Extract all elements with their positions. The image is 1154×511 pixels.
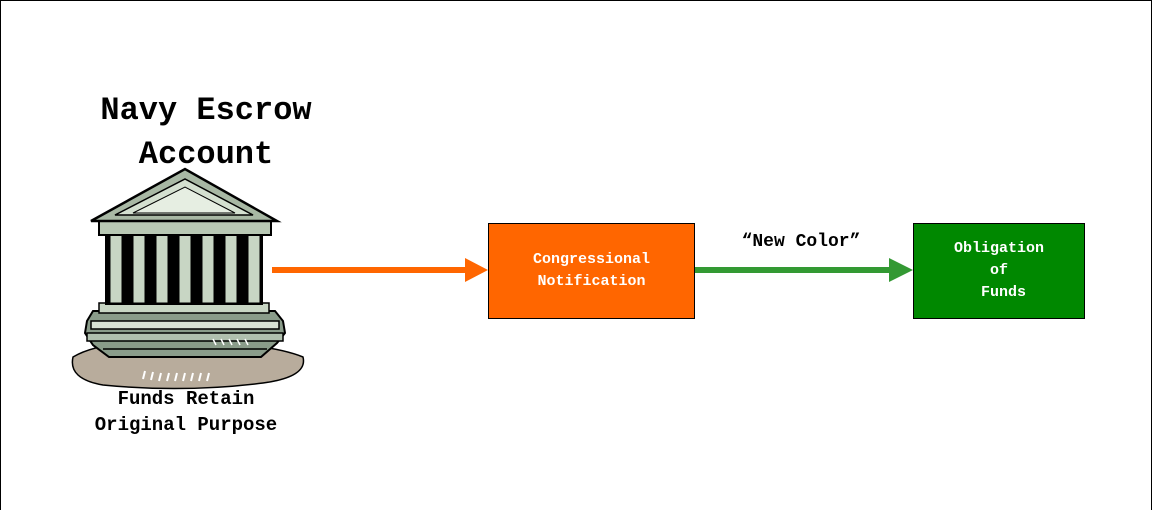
arrow-escrow-to-notification: [272, 258, 488, 282]
title-line-1: Navy Escrow: [100, 92, 312, 129]
obligation-of-funds-box: Obligation of Funds: [913, 223, 1085, 319]
congressional-notification-box: Congressional Notification: [488, 223, 695, 319]
funds-retain-caption: Funds Retain Original Purpose: [31, 386, 341, 438]
caption-line-1: Funds Retain: [117, 388, 255, 410]
node-line: Notification: [537, 273, 646, 290]
caption-line-2: Original Purpose: [94, 414, 278, 436]
escrow-account-title: Navy Escrow Account: [21, 89, 391, 177]
node-line: Funds: [971, 284, 1026, 301]
node-line: of: [989, 262, 1008, 279]
arrow-notification-to-obligation: [695, 258, 913, 282]
node-line: Obligation: [953, 240, 1044, 257]
bank-building-icon: [63, 161, 308, 398]
node-line: Congressional: [532, 251, 651, 268]
title-line-2: Account: [138, 136, 274, 173]
new-color-label: “New Color”: [741, 232, 861, 252]
